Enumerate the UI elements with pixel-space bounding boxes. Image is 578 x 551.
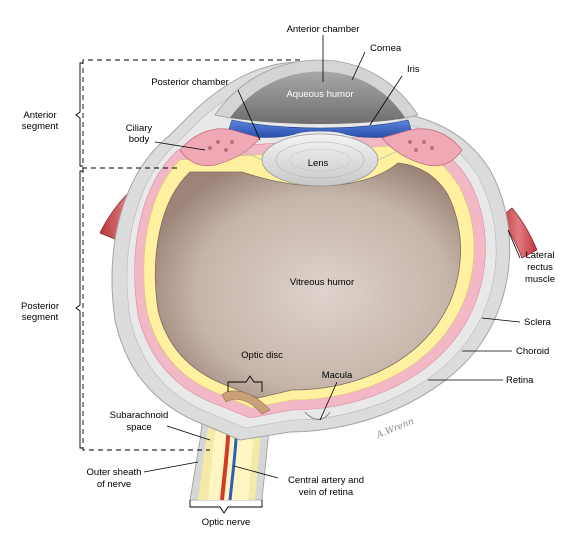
vitreous-humor [154, 162, 461, 399]
label-lateral-rectus-line2: rectus [527, 262, 553, 273]
label-subarachnoid-line1: Subarachnoid [110, 410, 169, 421]
optic-disc [221, 390, 271, 415]
lens [239, 133, 401, 187]
artist-signature: A.Wrenn [374, 417, 415, 441]
label-outer-sheath-line2: of nerve [97, 479, 131, 490]
label-iris: Iris [407, 64, 420, 75]
label-cornea: Cornea [370, 43, 402, 54]
label-subarachnoid-line2: space [126, 422, 151, 433]
label-aqueous-humor: Aqueous humor [286, 89, 353, 100]
label-retina: Retina [506, 375, 534, 386]
label-posterior-chamber: Posterior chamber [151, 77, 229, 88]
ciliary-body-left [179, 128, 261, 167]
macula [304, 411, 331, 420]
label-ciliary-body-line1: Ciliary [126, 123, 153, 134]
label-lens: Lens [308, 158, 329, 169]
leader-lines [143, 35, 521, 479]
label-posterior-segment-line1: Posterior [21, 301, 59, 312]
label-central-artery-line1: Central artery and [288, 475, 364, 486]
segment-boundaries [82, 59, 300, 451]
label-outer-sheath-line1: Outer sheath [87, 467, 142, 478]
label-choroid: Choroid [516, 346, 549, 357]
label-central-artery-line2: vein of retina [299, 487, 354, 498]
ciliary-body-right [381, 128, 463, 167]
label-optic-nerve: Optic nerve [202, 517, 251, 528]
aqueous-humor [230, 72, 405, 124]
label-vitreous-humor: Vitreous humor [290, 277, 354, 288]
anterior-segment-bracket [75, 62, 83, 167]
label-anterior-chamber: Anterior chamber [287, 24, 360, 35]
label-posterior-segment-line2: segment [22, 312, 59, 323]
optic-nerve-bracket [189, 500, 263, 514]
label-lateral-rectus-line3: muscle [525, 274, 555, 285]
label-sclera: Sclera [524, 317, 552, 328]
label-macula: Macula [322, 370, 353, 381]
label-optic-disc: Optic disc [241, 350, 283, 361]
label-anterior-segment-line1: Anterior [23, 110, 56, 121]
label-ciliary-body-line2: body [129, 134, 150, 145]
posterior-segment-bracket [75, 170, 83, 449]
optic-disc-bracket [227, 375, 263, 392]
label-anterior-segment-line2: segment [22, 121, 59, 132]
label-lateral-rectus-line1: Lateral [525, 250, 554, 261]
